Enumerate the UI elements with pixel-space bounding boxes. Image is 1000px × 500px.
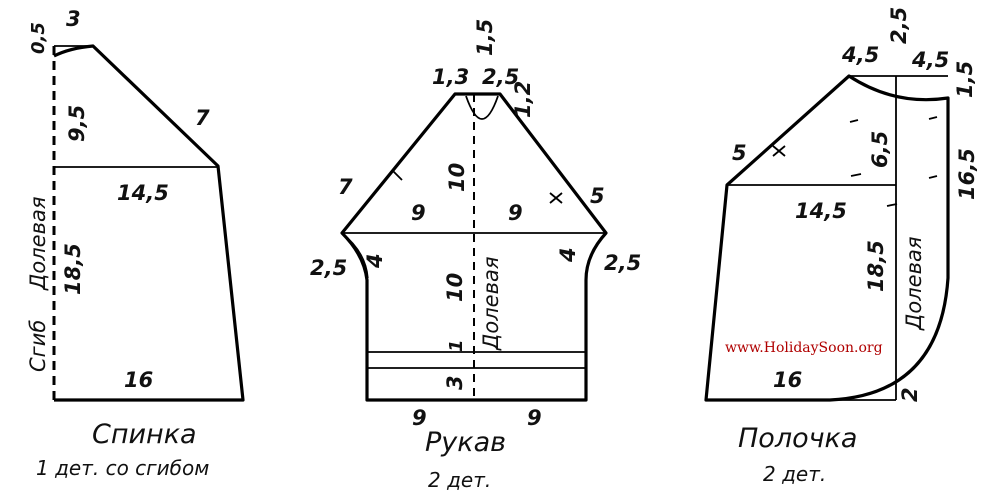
- sleeve-dim-body-height: 10: [443, 273, 467, 302]
- sleeve-dim-hem-left: 9: [412, 406, 427, 430]
- back-dim-armhole-depth: 9,5: [65, 105, 89, 142]
- sleeve-dim-armhole-right: 4: [556, 247, 580, 263]
- back-dim-shoulder: 7: [195, 106, 210, 130]
- front-dim-armhole: 6,5: [868, 131, 892, 168]
- sleeve-subtitle: 2 дет.: [428, 468, 491, 492]
- sleeve-dim-half-left: 9: [411, 201, 426, 225]
- back-dim-side: 18,5: [61, 243, 85, 295]
- front-outline: [704, 74, 950, 402]
- front-dim-side: 18,5: [864, 240, 888, 292]
- front-cross: [772, 145, 786, 157]
- sleeve-dim-cap-left: 7: [338, 175, 353, 199]
- sleeve-dim-hem-right: 9: [527, 406, 542, 430]
- front-dim-chest: 14,5: [795, 199, 847, 223]
- back-title: Спинка: [92, 419, 197, 450]
- sleeve-tick-left: [391, 169, 403, 181]
- front-tick-4: [928, 175, 938, 179]
- back-piece: 0,5 3 9,5 7 14,5 18,5 16 Сгиб Долевая Сп…: [26, 7, 245, 480]
- sleeve-dim-top-right: 2,5: [482, 65, 519, 89]
- back-dim-neck-width: 3: [66, 7, 81, 31]
- back-subtitle: 1 дет. со сгибом: [36, 456, 209, 480]
- sleeve-dim-under-left: 2,5: [310, 256, 347, 280]
- sleeve-dim-top: 1,5: [473, 19, 497, 56]
- sleeve-dim-band-3: 3: [443, 375, 467, 390]
- front-dim-top-right-side: 1,5: [953, 61, 977, 98]
- back-outline: [53, 44, 245, 402]
- sleeve-grain-label: Долевая: [479, 257, 503, 351]
- sleeve-dim-under-right: 2,5: [604, 251, 641, 275]
- sleeve-title: Рукав: [425, 427, 506, 458]
- sleeve-piece: 1,5 1,3 2,5 1,2 7 10 5 9 9 2,5 2,5 4 4 1…: [310, 19, 641, 492]
- sleeve-neck-curve: [465, 95, 499, 120]
- back-fold-label: Сгиб: [26, 320, 50, 372]
- sleeve-dim-cap-right: 5: [590, 184, 605, 208]
- sleeve-dim-band-1: 1: [446, 339, 467, 352]
- front-tick-1: [849, 119, 859, 123]
- front-subtitle: 2 дет.: [763, 462, 826, 486]
- sleeve-underarm-right-curve: [585, 232, 607, 279]
- watermark: www.HolidaySoon.org: [725, 340, 883, 356]
- back-dim-top-drop: 0,5: [28, 22, 49, 54]
- front-dim-top-mid: 2,5: [887, 7, 911, 44]
- sleeve-underarm-left-curve: [341, 232, 369, 279]
- back-dim-hem: 16: [124, 368, 153, 392]
- front-dim-front-edge: 16,5: [955, 148, 979, 200]
- front-dim-hem: 16: [773, 368, 802, 392]
- front-title: Полочка: [738, 423, 857, 454]
- front-tick-5: [886, 203, 898, 207]
- front-tick-3: [928, 116, 938, 120]
- front-dim-hem-right: 2: [898, 387, 922, 402]
- sleeve-dim-half-right: 9: [508, 201, 523, 225]
- sleeve-dim-armhole-left: 4: [363, 253, 387, 269]
- sleeve-dim-top-left: 1,3: [432, 65, 469, 89]
- front-tick-2: [850, 173, 862, 177]
- sleeve-cross-right: [549, 192, 563, 204]
- back-dim-chest: 14,5: [117, 181, 169, 205]
- front-grain-label: Долевая: [902, 237, 926, 331]
- front-dim-top-right: 4,5: [911, 48, 949, 72]
- back-grain-label: Долевая: [26, 197, 50, 291]
- front-piece: 4,5 2,5 4,5 1,5 5 6,5 16,5 14,5 18,5 16 …: [704, 7, 979, 486]
- front-dim-top-left: 4,5: [841, 43, 879, 67]
- front-dim-shoulder: 5: [732, 141, 747, 165]
- sleeve-dim-cap-right-upper: 1,2: [511, 81, 535, 118]
- sleeve-dim-cap-height: 10: [445, 163, 469, 192]
